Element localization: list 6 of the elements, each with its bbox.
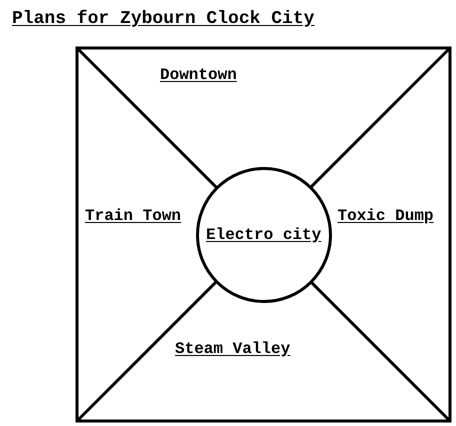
district-name: Steam Valley: [175, 340, 290, 358]
district-name: Train Town: [85, 207, 182, 225]
district-name: Downtown: [160, 66, 237, 84]
district-name: Toxic Dump: [338, 207, 434, 225]
page-title: Plans for Zybourn Clock City: [12, 9, 314, 29]
district-name: Electro city: [206, 226, 322, 244]
